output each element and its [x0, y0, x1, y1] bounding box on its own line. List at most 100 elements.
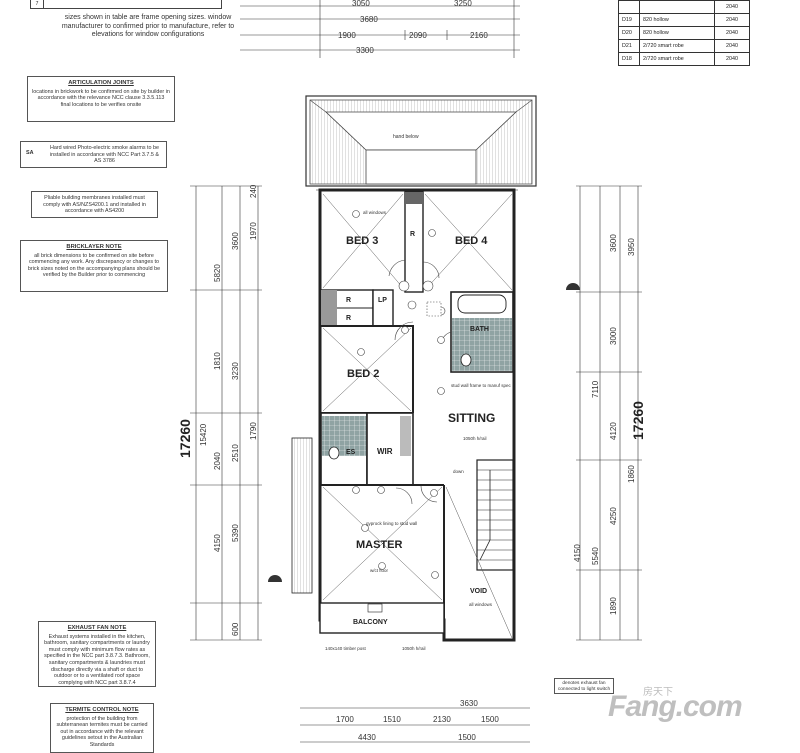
room-bed3: BED 3 [346, 235, 378, 247]
down-label: down [453, 469, 464, 474]
window-table-remnant: 7 [30, 0, 222, 9]
termite-body: protection of the building from subterra… [56, 715, 148, 748]
dim-left-4150: 4150 [213, 534, 222, 552]
room-labels: BED 3 BED 4 BED 2 SITTING BATH ES WIR MA… [346, 231, 495, 626]
exhaust-legend: denotes exhaust fan connected to light s… [554, 678, 614, 694]
gyprock-label: gyprock lining to stud wall [366, 521, 417, 526]
exhaust-legend-text: denotes exhaust fan connected to light s… [557, 681, 611, 692]
window-size-note: sizes shown in table are frame opening s… [61, 14, 235, 38]
bricklayer-note: BRICKLAYER NOTE all brick dimensions to … [20, 240, 168, 292]
dim-bottom-3630: 3630 [460, 699, 478, 708]
room-wir: WIR [377, 447, 393, 456]
dim-bottom-1500b: 1500 [458, 733, 476, 742]
room-bed2: BED 2 [347, 368, 379, 380]
balcony-rail-label: 1050h h/rail [402, 646, 426, 651]
dim-left-240: 240 [249, 184, 258, 198]
dim-top-3050: 3050 [352, 0, 370, 8]
dimension-texts: 3050 3250 3680 1900 2090 2160 3300 3630 … [177, 0, 646, 742]
smoke-alarm-note: SA Hard wired Photo-electric smoke alarm… [20, 141, 167, 168]
handrail-label: 1050h h/rail [463, 436, 487, 441]
articulation-title: ARTICULATION JOINTS [68, 80, 134, 86]
dim-left-2510: 2510 [231, 444, 240, 462]
dim-left-5390: 5390 [231, 524, 240, 542]
door-desc-cell: 820 hollow [639, 26, 715, 40]
door-row: 2040 [618, 0, 750, 14]
dim-top-3300: 3300 [356, 46, 374, 55]
membrane-note: Pliable building membranes installed mus… [31, 191, 158, 218]
dim-left-2040: 2040 [213, 452, 222, 470]
bricklayer-body: all brick dimensions to be confirmed on … [27, 252, 161, 279]
door-desc-cell [639, 0, 715, 14]
dim-left-total: 15420 [199, 423, 208, 446]
dim-top-3680: 3680 [360, 15, 378, 24]
articulation-joints-note: ARTICULATION JOINTS locations in brickwo… [27, 76, 175, 122]
dim-left-overall: 17260 [177, 419, 193, 458]
termite-title: TERMITE CONTROL NOTE [65, 707, 139, 713]
ceiling-label: w/ct floor [370, 568, 389, 573]
dim-right-1890: 1890 [609, 597, 618, 615]
dim-left-600: 600 [231, 622, 240, 636]
door-height-cell: 2040 [714, 52, 750, 66]
timber-post-label: 140x140 timber post [325, 646, 367, 651]
dim-right-4250: 4250 [609, 507, 618, 525]
exhaust-fan-note: EXHAUST FAN NOTE Exhaust systems install… [38, 621, 156, 687]
dim-right-overall: 17260 [630, 401, 646, 440]
void-windows-label: all windows [469, 602, 493, 607]
dim-left-1970: 1970 [249, 222, 258, 240]
door-code-cell: D21 [618, 39, 640, 53]
dim-right-3600: 3600 [609, 234, 618, 252]
exhaust-body: Exhaust systems installed in the kitchen… [44, 633, 150, 686]
robe-bed3: R [346, 297, 351, 304]
door-height-cell: 2040 [714, 13, 750, 27]
dim-right-4150: 4150 [573, 544, 582, 562]
dim-right-1860: 1860 [627, 465, 636, 483]
dim-right-4120: 4120 [609, 422, 618, 440]
dim-top-3250: 3250 [454, 0, 472, 8]
watermark-logo: Fang.com [608, 690, 743, 723]
exhaust-title: EXHAUST FAN NOTE [67, 625, 127, 631]
upper-floor-walls [291, 188, 518, 642]
all-windows-label: all windows [363, 210, 387, 215]
dim-left-1790: 1790 [249, 422, 258, 440]
dim-right-5540: 5540 [591, 547, 600, 565]
dim-left-3600: 3600 [231, 232, 240, 250]
room-bed4: BED 4 [455, 235, 488, 247]
dim-bottom-2130: 2130 [433, 715, 451, 724]
watermark-chinese: 房天下 [643, 687, 673, 698]
dim-left-3230: 3230 [231, 362, 240, 380]
dim-bottom-1510: 1510 [383, 715, 401, 724]
smoke-alarm-symbol: SA [26, 150, 34, 156]
dim-top-2090: 2090 [409, 31, 427, 40]
robe-bed4: R [410, 231, 415, 238]
hand-below-label: hand below [393, 134, 419, 140]
plan-annotations: all windows stud wall frame to manuf spe… [325, 210, 512, 651]
dim-left-1810: 1810 [213, 352, 222, 370]
dim-right-7110: 7110 [591, 380, 600, 398]
room-ensuite: ES [346, 449, 356, 456]
robe-bed2: R [346, 315, 351, 322]
membrane-body: Pliable building membranes installed mus… [43, 195, 146, 215]
room-balcony: BALCONY [353, 619, 388, 626]
room-bath: BATH [470, 326, 489, 333]
dim-left-5820: 5820 [213, 264, 222, 282]
door-height-cell: 2040 [714, 26, 750, 40]
room-void: VOID [470, 588, 487, 595]
dim-right-3950: 3950 [627, 238, 636, 256]
termite-note: TERMITE CONTROL NOTE protection of the b… [50, 703, 154, 753]
roof-lower-section: hand below [305, 95, 537, 187]
north-arrow-icon [268, 283, 580, 582]
room-linen-press: LP [378, 297, 387, 304]
door-height-cell: 2040 [714, 0, 750, 14]
dim-bottom-4430: 4430 [358, 733, 376, 742]
dimension-lines [190, 0, 642, 743]
articulation-body: locations in brickwork to be confirmed o… [32, 88, 170, 108]
smoke-alarm-body: Hard wired Photo-electric smoke alarms t… [49, 145, 160, 165]
room-sitting: SITTING [448, 411, 495, 425]
door-height-cell: 2040 [714, 39, 750, 53]
dim-right-3000: 3000 [609, 327, 618, 345]
